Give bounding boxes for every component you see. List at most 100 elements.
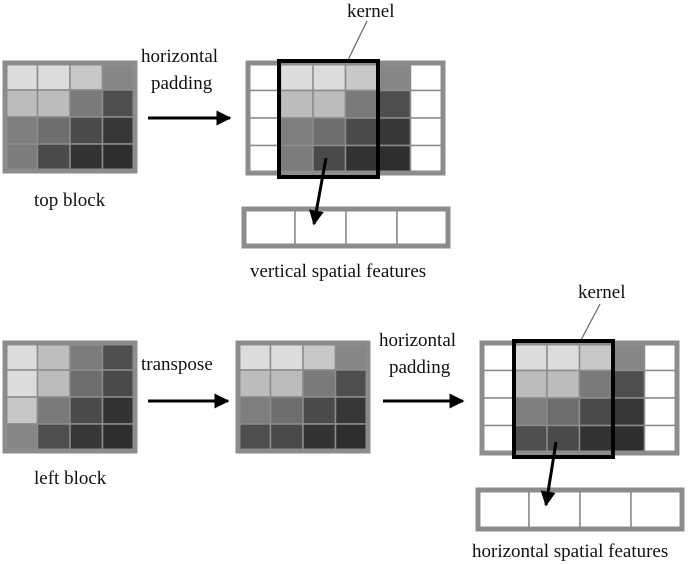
padded-top-cell — [247, 62, 282, 92]
horizontal-features-cell — [630, 489, 683, 530]
top-block-cell — [4, 89, 39, 118]
padded-bottom-cell — [481, 424, 516, 454]
left-block-cell — [4, 423, 39, 452]
kernel-top-frame — [277, 59, 380, 179]
left-block-cell — [69, 396, 104, 425]
left-block-cell — [36, 396, 71, 425]
top-block-cell — [36, 62, 71, 91]
left-block-grid — [2, 340, 138, 454]
transposed-cell — [302, 396, 337, 425]
padded-top-cell — [247, 89, 282, 119]
transposed-cell — [302, 342, 337, 371]
transposed-cell — [269, 342, 304, 371]
padded-top-cell — [409, 117, 444, 147]
top-block-label: top block — [34, 190, 106, 211]
horizontal-features-cell — [477, 489, 530, 530]
left-block-cell — [69, 423, 104, 452]
transposed-cell — [302, 369, 337, 398]
top-block-grid — [2, 60, 138, 174]
left-block-cell — [69, 342, 104, 371]
left-block-frame — [2, 340, 138, 454]
horizontal-spatial-features-label: horizontal spatial features — [472, 541, 668, 562]
padded-top-cell — [344, 117, 379, 147]
transpose-label: transpose — [141, 354, 213, 375]
padded-top-cell — [312, 89, 347, 119]
padded-top-cell — [377, 144, 412, 174]
top-block-cell — [4, 62, 39, 91]
padded-bottom-cell — [643, 369, 678, 399]
arrow-top-kernel-output — [309, 157, 328, 226]
arrow-bottom-kernel-output — [540, 441, 558, 507]
padded-bottom-cell — [481, 369, 516, 399]
transposed-cell — [269, 396, 304, 425]
left-block-cell — [4, 342, 39, 371]
padded-bottom-cell — [546, 369, 581, 399]
transposed-cell — [237, 369, 272, 398]
vertical-spatial-features-label: vertical spatial features — [250, 261, 426, 282]
padded-bottom-cell — [578, 342, 613, 372]
padded-bottom-cell — [611, 397, 646, 427]
top-block-cell — [101, 116, 136, 145]
padded-bottom-cell — [643, 342, 678, 372]
horizontal-padding-bottom-line1: horizontal — [379, 330, 456, 351]
padded-bottom-cell — [611, 424, 646, 454]
left-block-cell — [101, 342, 136, 371]
left-block-cell — [4, 396, 39, 425]
transposed-cell — [302, 423, 337, 452]
top-block-cell — [69, 89, 104, 118]
kernel-bottom-pointer — [580, 303, 601, 341]
padded-bottom-cell — [546, 397, 581, 427]
horizontal-features-cell — [528, 489, 581, 530]
padded-bottom-cell — [643, 397, 678, 427]
vertical-features-cell — [243, 208, 296, 247]
vertical-features-cell — [294, 208, 347, 247]
transposed-cell — [269, 369, 304, 398]
padded-bottom-cell — [513, 342, 548, 372]
padded-top-cell — [344, 89, 379, 119]
padded-top-cell — [279, 144, 314, 174]
padded-top-cell — [247, 117, 282, 147]
padded-bottom-cell — [546, 424, 581, 454]
left-block-cell — [4, 369, 39, 398]
top-block-cell — [4, 143, 39, 172]
horizontal-padding-bottom-line2: padding — [389, 357, 451, 378]
transposed-cell — [237, 342, 272, 371]
left-block-label: left block — [34, 468, 107, 489]
transposed-cell — [237, 423, 272, 452]
padded-bottom-cell — [578, 369, 613, 399]
transposed-cell — [269, 423, 304, 452]
horizontal-padding-top-line1: horizontal — [141, 46, 218, 67]
left-block-cell — [101, 369, 136, 398]
padded-top-cell — [279, 89, 314, 119]
padded-top-cell — [344, 144, 379, 174]
transposed-cell — [334, 369, 369, 398]
left-block-cell — [36, 369, 71, 398]
padded-bottom-cell — [481, 397, 516, 427]
top-block-cell — [36, 143, 71, 172]
top-block-cell — [69, 62, 104, 91]
left-block-cell — [101, 396, 136, 425]
horizontal-padding-top-line2: padding — [151, 73, 213, 94]
top-block-cell — [4, 116, 39, 145]
padded-top-cell — [377, 89, 412, 119]
padded-top-cell — [377, 117, 412, 147]
transposed-frame — [235, 340, 371, 454]
horizontal-features-frame — [475, 487, 685, 532]
left-block-cell — [36, 342, 71, 371]
transposed-cell — [334, 423, 369, 452]
horizontal-features-output — [475, 487, 685, 532]
padded-top-cell — [312, 144, 347, 174]
top-block-frame — [2, 60, 138, 174]
left-block-cell — [101, 423, 136, 452]
top-block-cell — [69, 116, 104, 145]
kernel-top-label: kernel — [347, 1, 394, 22]
padded-bottom-grid — [479, 340, 680, 456]
transposed-cell — [334, 396, 369, 425]
top-block-cell — [36, 116, 71, 145]
vertical-features-cell — [396, 208, 449, 247]
transposed-cell — [237, 396, 272, 425]
padded-bottom-cell — [611, 342, 646, 372]
kernel-top-pointer — [347, 20, 368, 61]
padded-bottom-cell — [513, 369, 548, 399]
